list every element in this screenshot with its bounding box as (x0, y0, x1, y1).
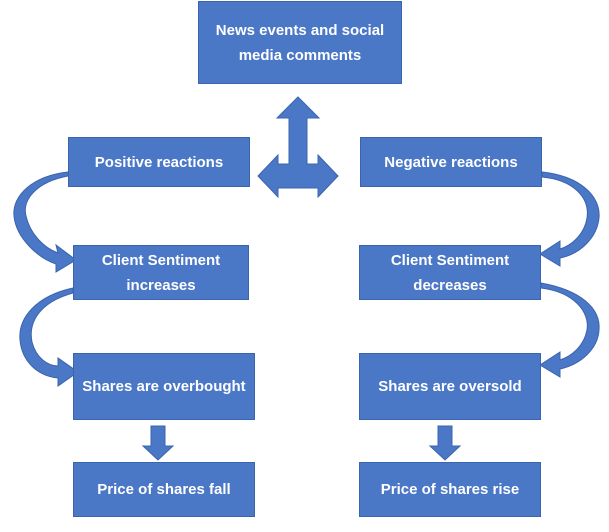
down-arrow-left (141, 425, 175, 461)
positive-reactions-box: Positive reactions (68, 137, 250, 187)
three-way-arrow (257, 96, 339, 199)
price-fall-label: Price of shares fall (97, 481, 231, 498)
price-fall-box: Price of shares fall (73, 462, 255, 517)
shares-overbought-label: Shares are overbought (82, 378, 246, 395)
negative-reactions-box: Negative reactions (360, 137, 542, 187)
sentiment-increases-label: Client Sentiment increases (101, 251, 221, 294)
sentiment-decreases-label: Client Sentiment decreases (390, 251, 510, 294)
sentiment-decreases-box: Client Sentiment decreases (359, 245, 541, 300)
curved-arrow-sentiment-to-shares (19, 287, 79, 387)
shares-oversold-box: Shares are oversold (359, 353, 541, 420)
sentiment-increases-box: Client Sentiment increases (73, 245, 249, 300)
curved-arrow-pos-to-sentiment (13, 171, 77, 273)
down-arrow-right (428, 425, 462, 461)
negative-reactions-label: Negative reactions (384, 153, 518, 171)
shares-oversold-label: Shares are oversold (378, 378, 522, 395)
price-rise-label: Price of shares rise (380, 481, 520, 498)
positive-reactions-label: Positive reactions (94, 153, 224, 171)
curved-arrow-neg-to-sentiment (539, 171, 600, 267)
price-rise-box: Price of shares rise (359, 462, 541, 517)
news-events-box: News events and social media comments (198, 1, 402, 84)
curved-arrow-sentiment-to-shares-right (539, 282, 600, 378)
shares-overbought-box: Shares are overbought (73, 353, 255, 420)
news-events-label: News events and social media comments (215, 21, 385, 64)
